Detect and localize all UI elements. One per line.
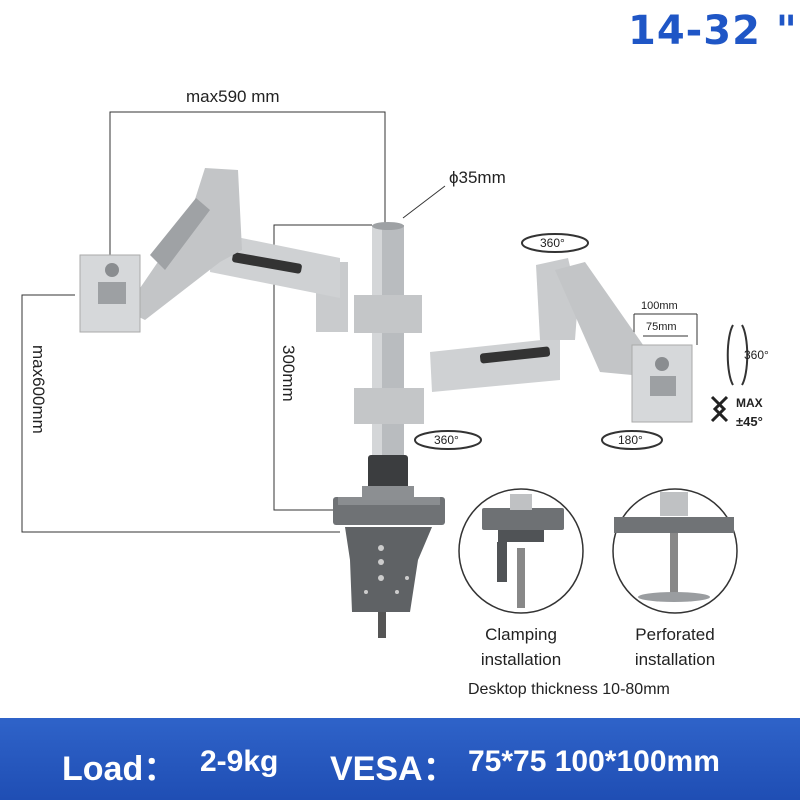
monitor-rotation-label: 360° bbox=[744, 348, 769, 362]
top-arm-rotation-label: 360° bbox=[540, 236, 565, 250]
grommet-caption-line1: Perforated bbox=[635, 625, 715, 644]
dimension-lines bbox=[21, 111, 698, 533]
load-value: 2-9kg bbox=[200, 745, 279, 778]
rotation-arrows bbox=[414, 233, 749, 450]
left-arm bbox=[79, 168, 348, 333]
vesa-label: VESA： bbox=[330, 750, 457, 788]
clamp-caption-line2: installation bbox=[480, 650, 562, 669]
grommet-caption-line2: installation bbox=[634, 650, 716, 669]
max-reach-label: max590 mm bbox=[186, 87, 280, 106]
grommet-install-circle bbox=[612, 488, 738, 614]
center-pole bbox=[354, 222, 424, 500]
spec-bar bbox=[0, 718, 800, 800]
pole-diameter-label: ϕ35mm bbox=[449, 168, 506, 187]
clamp-install-caption: Clamping installation bbox=[468, 622, 574, 672]
screen-size-title: 14-32 " bbox=[628, 8, 798, 54]
desktop-thickness-label: Desktop thickness 10-80mm bbox=[468, 681, 670, 698]
right-arm bbox=[430, 258, 693, 423]
max-height-label: max600mm bbox=[29, 345, 48, 434]
load-label: Load： bbox=[62, 750, 178, 788]
vesa-value: 75*75 100*100mm bbox=[468, 745, 720, 778]
vesa-outer-label: 100mm bbox=[641, 300, 678, 312]
lower-arm-rotation-label: 360° bbox=[434, 433, 459, 447]
swivel-rotation-label: 180° bbox=[618, 433, 643, 447]
tilt-max-label: MAX bbox=[736, 396, 763, 410]
desk-clamp bbox=[333, 497, 445, 638]
pole-height-label: 300mm bbox=[279, 345, 298, 402]
clamp-install-circle bbox=[458, 488, 584, 614]
tilt-icon bbox=[710, 395, 729, 423]
clamp-caption-line1: Clamping bbox=[485, 625, 557, 644]
vesa-inner-label: 75mm bbox=[646, 321, 677, 333]
tilt-value-label: ±45° bbox=[736, 414, 763, 429]
grommet-install-caption: Perforated installation bbox=[620, 622, 730, 672]
